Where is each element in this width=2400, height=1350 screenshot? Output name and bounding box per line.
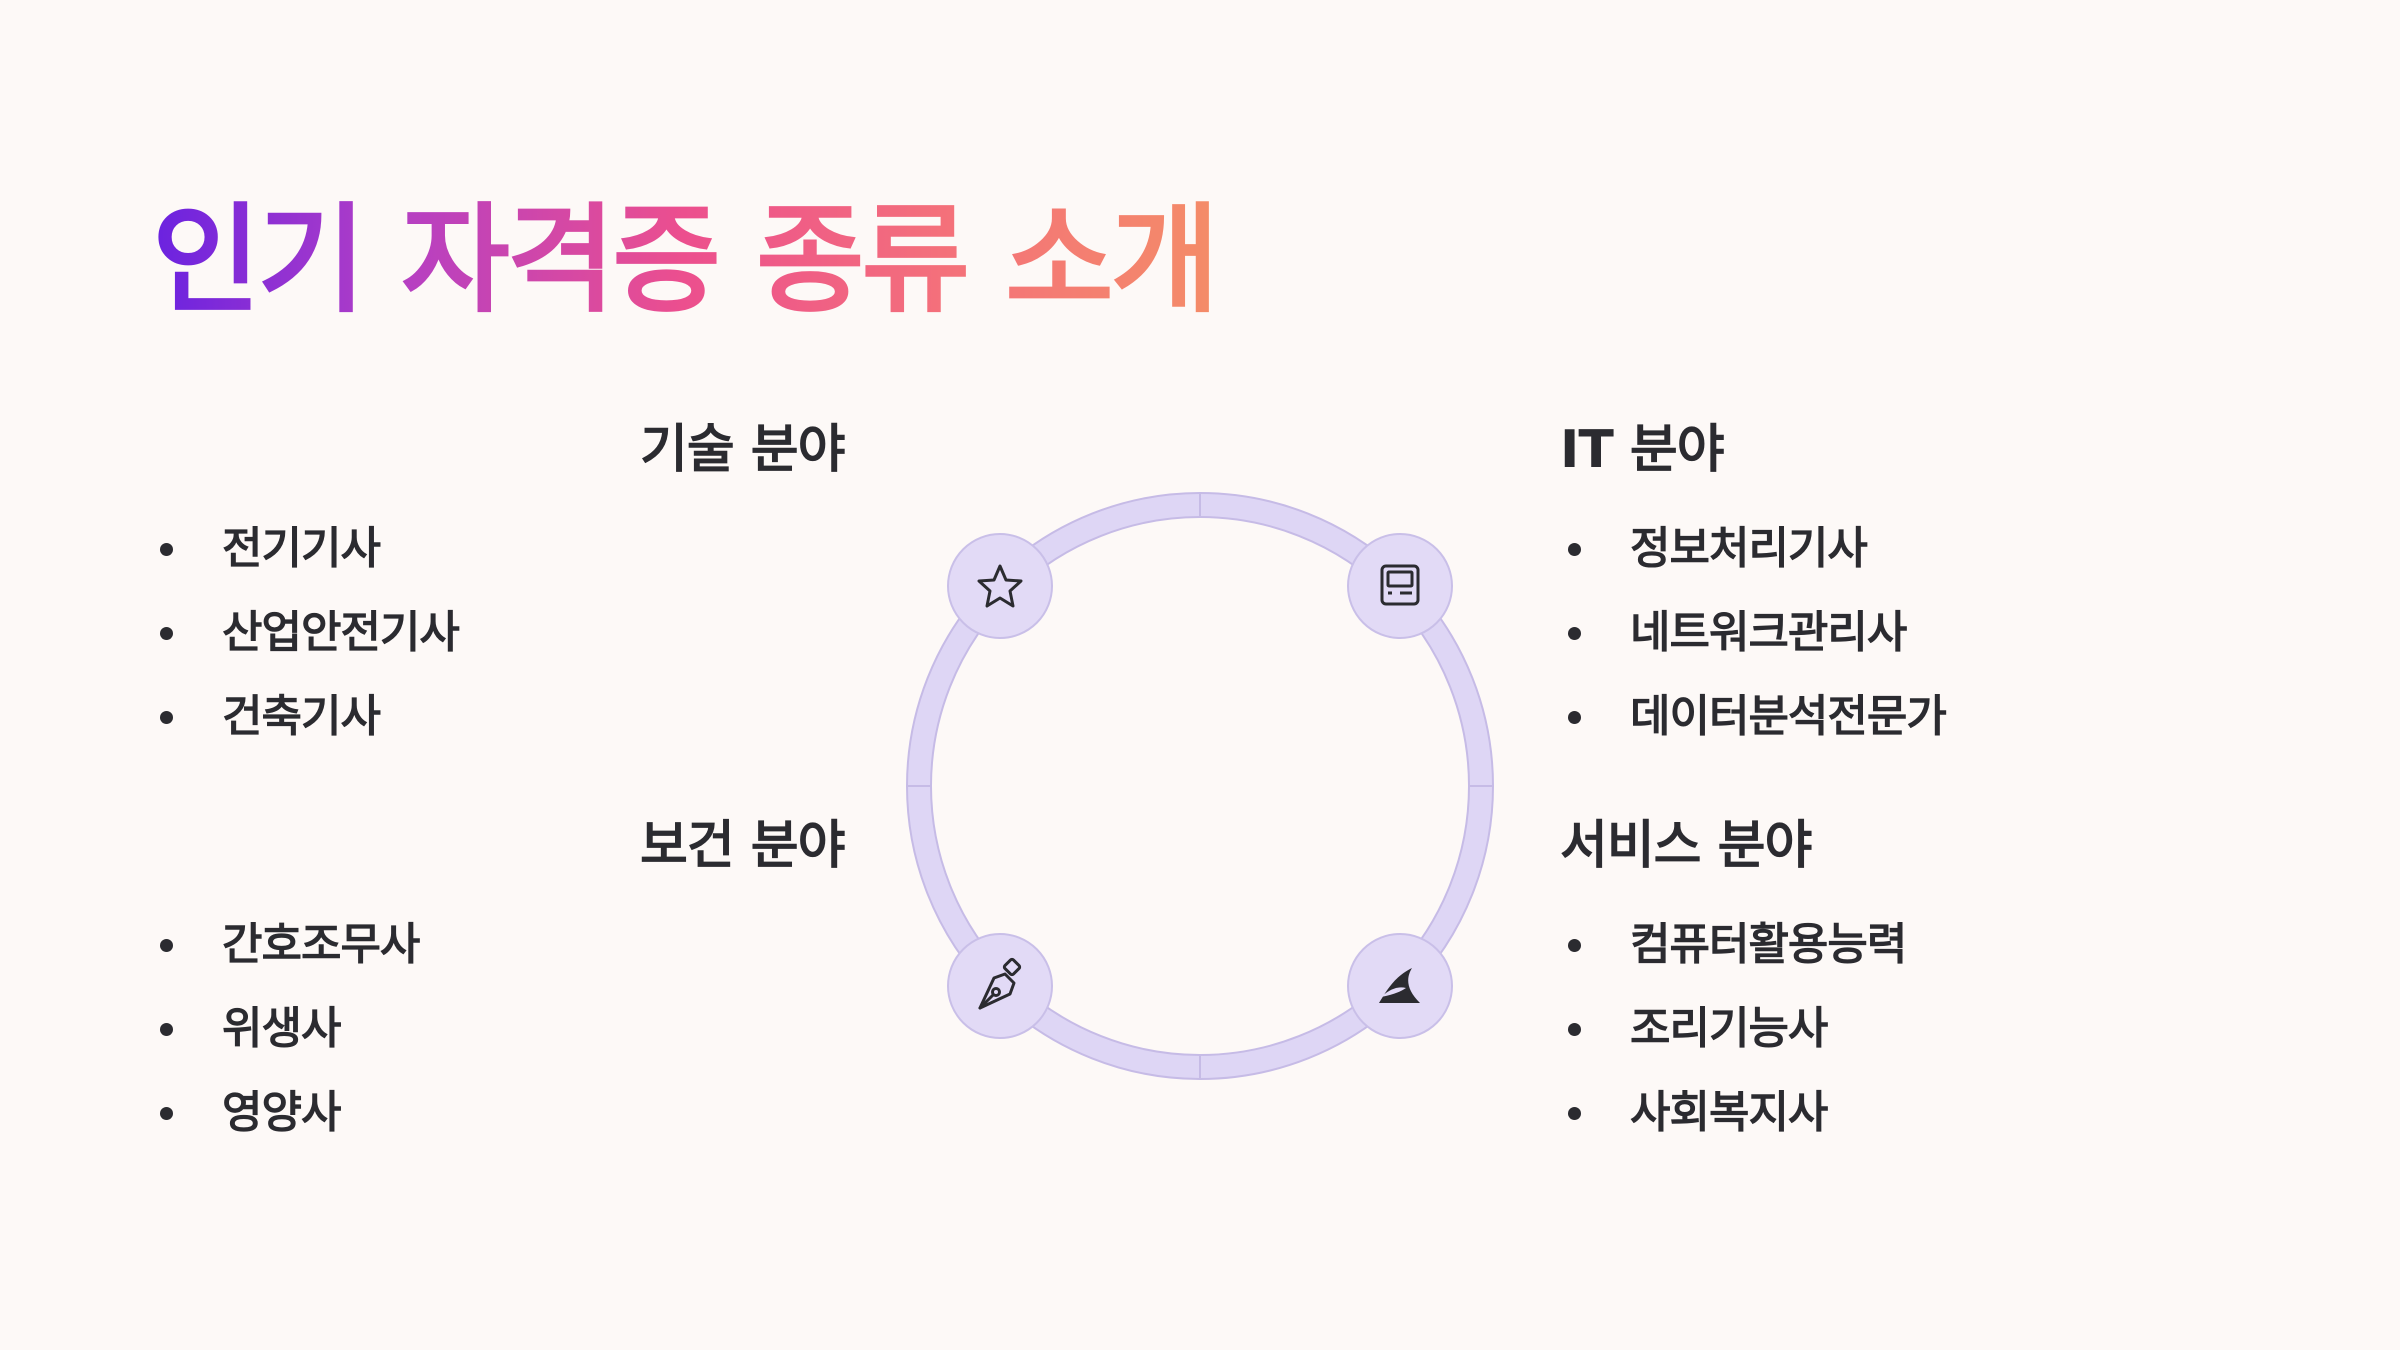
bullet-dot: [160, 1023, 173, 1036]
list-item-label: 컴퓨터활용능력: [1630, 919, 1907, 970]
list-item: 영양사: [152, 1071, 419, 1155]
list-item-label: 위생사: [222, 1003, 341, 1054]
it-list: 정보처리기사 네트워크관리사 데이터분석전문가: [1560, 507, 1947, 759]
list-item: 위생사: [152, 987, 419, 1071]
list-item-label: 산업안전기사: [222, 607, 460, 658]
shark-fin-icon: [1379, 968, 1420, 1003]
page-title: 인기 자격증 종류 소개: [152, 190, 1219, 332]
list-item-label: 조리기능사: [1630, 1003, 1828, 1054]
bullet-dot: [160, 711, 173, 724]
computer-icon: [1380, 564, 1420, 606]
bullet-dot: [160, 543, 173, 556]
list-item-label: 영양사: [222, 1087, 341, 1138]
star-icon: [977, 564, 1023, 608]
list-item: 데이터분석전문가: [1560, 675, 1947, 759]
bullet-dot: [1568, 939, 1581, 952]
health-heading: 보건 분야: [640, 816, 845, 876]
pen-nib-icon: [978, 957, 1022, 1010]
list-item: 사회복지사: [1560, 1071, 1906, 1155]
bullet-dot: [160, 627, 173, 640]
list-item-label: 간호조무사: [222, 919, 420, 970]
it-node: [1347, 533, 1453, 639]
bullet-dot: [1568, 1107, 1581, 1120]
bullet-dot: [160, 939, 173, 952]
tech-node: [947, 533, 1053, 639]
list-item: 건축기사: [152, 675, 459, 759]
tech-heading: 기술 분야: [640, 420, 845, 480]
list-item-label: 네트워크관리사: [1630, 607, 1907, 658]
list-item: 산업안전기사: [152, 591, 460, 675]
list-item: 간호조무사: [152, 903, 420, 987]
list-item-label: 건축기사: [222, 691, 381, 742]
it-heading: IT 분야: [1560, 420, 1725, 480]
bullet-dot: [1568, 627, 1581, 640]
list-item: 네트워크관리사: [1560, 591, 1946, 675]
health-node: [947, 933, 1053, 1039]
list-item-label: 데이터분석전문가: [1630, 691, 1947, 742]
bullet-dot: [1568, 711, 1581, 724]
service-list: 컴퓨터활용능력 조리기능사 사회복지사: [1560, 903, 1907, 1155]
list-item-label: 정보처리기사: [1630, 523, 1868, 574]
list-item-label: 전기기사: [222, 523, 381, 574]
list-item: 전기기사: [152, 507, 459, 591]
health-list: 간호조무사 위생사 영양사: [152, 903, 420, 1155]
list-item: 조리기능사: [1560, 987, 1906, 1071]
cycle-diagram: [906, 492, 1494, 1080]
service-node: [1347, 933, 1453, 1039]
bullet-dot: [1568, 543, 1581, 556]
list-item: 정보처리기사: [1560, 507, 1946, 591]
bullet-dot: [160, 1107, 173, 1120]
service-heading: 서비스 분야: [1560, 816, 1812, 876]
bullet-dot: [1568, 1023, 1581, 1036]
list-item: 컴퓨터활용능력: [1560, 903, 1907, 987]
list-item-label: 사회복지사: [1630, 1087, 1828, 1138]
tech-list: 전기기사 산업안전기사 건축기사: [152, 507, 460, 759]
